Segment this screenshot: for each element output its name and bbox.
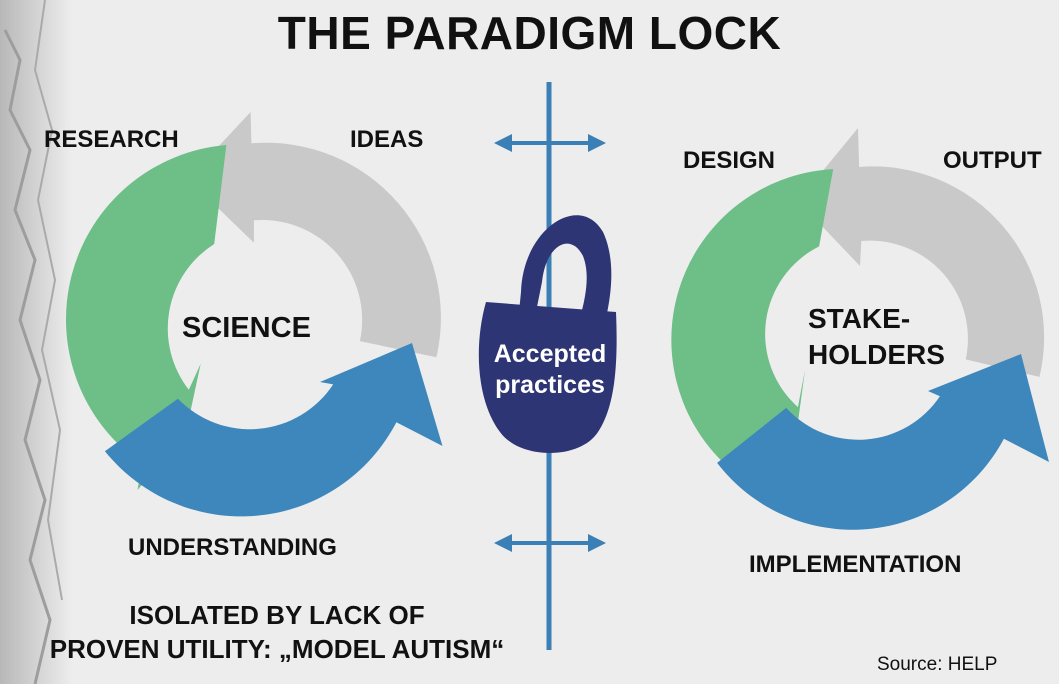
stakeholders-label-line1: STAKE-	[808, 303, 911, 334]
lock-label-line2: practices	[495, 371, 605, 399]
stone-texture-line-2	[33, 0, 63, 601]
padlock-icon	[478, 215, 617, 453]
understanding-arrow	[104, 343, 443, 517]
top-double-arrow	[494, 134, 606, 152]
understanding-label: UNDERSTANDING	[128, 534, 337, 561]
stakeholders-label-line2: HOLDERS	[808, 339, 945, 370]
ideas-arrow	[188, 112, 441, 358]
design-arrow	[671, 169, 834, 484]
design-label: DESIGN	[683, 147, 776, 174]
implementation-arrow	[717, 354, 1049, 530]
output-arrow	[798, 128, 1045, 377]
ideas-label: IDEAS	[350, 126, 424, 153]
output-label: OUTPUT	[943, 147, 1042, 174]
stone-texture-line	[3, 29, 52, 684]
caption-line2: PROVEN UTILITY: „MODEL AUTISM“	[49, 634, 505, 664]
source-credit: Source: HELP	[877, 654, 998, 675]
lock-label-line1: Accepted	[493, 340, 607, 368]
science-label: SCIENCE	[182, 312, 311, 344]
research-arrow	[65, 145, 227, 490]
implementation-label: IMPLEMENTATION	[749, 551, 962, 578]
bottom-double-arrow	[494, 534, 606, 552]
page-title: THE PARADIGM LOCK	[277, 7, 782, 59]
research-label: RESEARCH	[44, 126, 179, 153]
caption-line1: ISOLATED BY LACK OF	[129, 600, 425, 630]
